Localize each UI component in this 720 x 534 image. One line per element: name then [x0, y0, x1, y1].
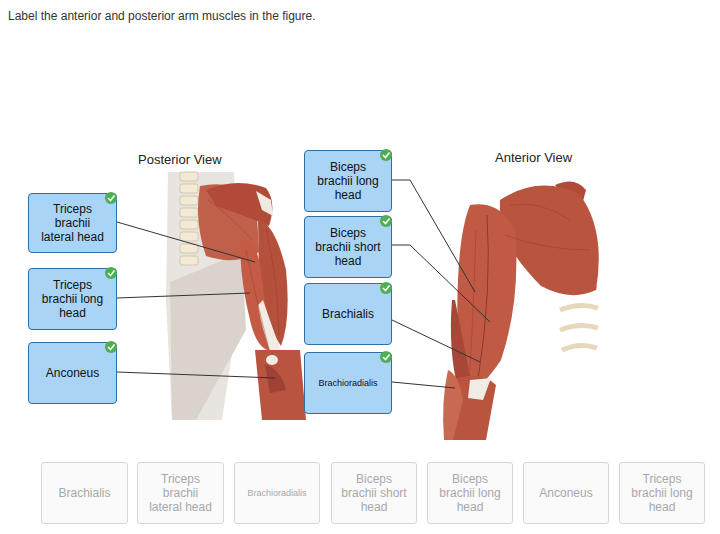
answer-box: Anconeus	[28, 342, 117, 404]
answer-box: Brachialis	[304, 283, 392, 345]
check-tick	[383, 153, 390, 158]
word-bank-box: Brachialis	[41, 462, 128, 524]
leader-line	[117, 222, 255, 262]
box-label: Biceps brachii short head	[315, 226, 381, 268]
word-bank-box: Triceps brachii long head	[619, 462, 705, 524]
check-mark	[105, 267, 117, 279]
vertebra	[180, 244, 198, 253]
brachioradialis	[443, 370, 463, 440]
box-label: Brachialis	[58, 486, 110, 500]
check-circle	[380, 215, 392, 227]
leader-line	[117, 293, 250, 298]
check-mark	[380, 351, 392, 363]
check-circle	[105, 267, 117, 279]
check-tick	[383, 219, 390, 224]
box-label: Triceps brachii lateral head	[39, 202, 106, 244]
answer-box: Biceps brachii long head	[304, 150, 392, 212]
box-label: Triceps brachii long head	[629, 472, 695, 514]
check-tick	[108, 345, 115, 350]
word-bank-box: Biceps brachii long head	[427, 462, 513, 524]
vertebra	[180, 184, 198, 193]
view-label: Anterior View	[495, 150, 572, 165]
answer-box: Triceps brachii long head	[28, 268, 117, 330]
leader-line	[392, 382, 455, 388]
rib	[560, 305, 598, 310]
check-circle	[380, 282, 392, 294]
check-tick	[108, 271, 115, 276]
vertebra	[180, 232, 198, 241]
word-bank-box: Triceps brachii lateral head	[137, 462, 224, 524]
vertebra	[180, 172, 198, 181]
vertebra	[180, 256, 198, 265]
check-tick	[383, 286, 390, 291]
check-circle	[380, 149, 392, 161]
box-label: Brachioradialis	[318, 378, 377, 389]
vertebra	[180, 196, 198, 205]
check-tick	[383, 355, 390, 360]
vertebra	[180, 208, 198, 217]
deltoid	[206, 183, 272, 226]
box-label: Biceps brachii long head	[315, 160, 381, 202]
answer-box: Brachioradialis	[304, 352, 392, 414]
anconeus	[265, 364, 286, 393]
leader-line	[392, 320, 480, 362]
posterior-arm	[166, 172, 306, 420]
box-label: Anconeus	[46, 366, 99, 380]
spine	[180, 172, 198, 265]
rib	[560, 325, 598, 330]
leader-line	[392, 245, 490, 322]
check-circle	[380, 351, 392, 363]
box-label: Triceps brachii lateral head	[147, 472, 214, 514]
check-mark	[380, 282, 392, 294]
box-label: Triceps brachii long head	[39, 278, 106, 320]
muscle-fibers	[470, 204, 590, 370]
olecranon	[266, 355, 278, 365]
view-label: Posterior View	[138, 152, 222, 167]
vertebra	[180, 220, 198, 229]
box-label: Anconeus	[539, 486, 592, 500]
acromion	[256, 191, 273, 216]
box-label: Biceps brachii short head	[341, 472, 407, 514]
muscle-fibers	[208, 200, 279, 345]
aponeurosis	[468, 378, 491, 400]
box-label: Biceps brachii long head	[437, 472, 503, 514]
check-mark	[105, 341, 117, 353]
anterior-arm	[443, 181, 599, 440]
latissimus	[170, 252, 246, 420]
box-label: Brachialis	[322, 307, 374, 321]
leader-line	[117, 372, 275, 378]
check-tick	[108, 196, 115, 201]
rib	[562, 345, 597, 350]
answer-box: Biceps brachii short head	[304, 216, 392, 278]
leader-line	[392, 180, 475, 292]
check-circle	[105, 192, 117, 204]
answer-box: Triceps brachii lateral head	[28, 193, 117, 253]
biceps-division	[478, 215, 488, 380]
instruction-title: Label the anterior and posterior arm mus…	[8, 9, 316, 23]
check-mark	[380, 215, 392, 227]
word-bank-box: Biceps brachii short head	[331, 462, 417, 524]
check-mark	[380, 149, 392, 161]
check-circle	[105, 341, 117, 353]
box-label: Brachioradialis	[247, 488, 306, 499]
check-mark	[105, 192, 117, 204]
word-bank-box: Anconeus	[523, 462, 609, 524]
word-bank-box: Brachioradialis	[234, 462, 320, 524]
forearm	[255, 350, 306, 420]
